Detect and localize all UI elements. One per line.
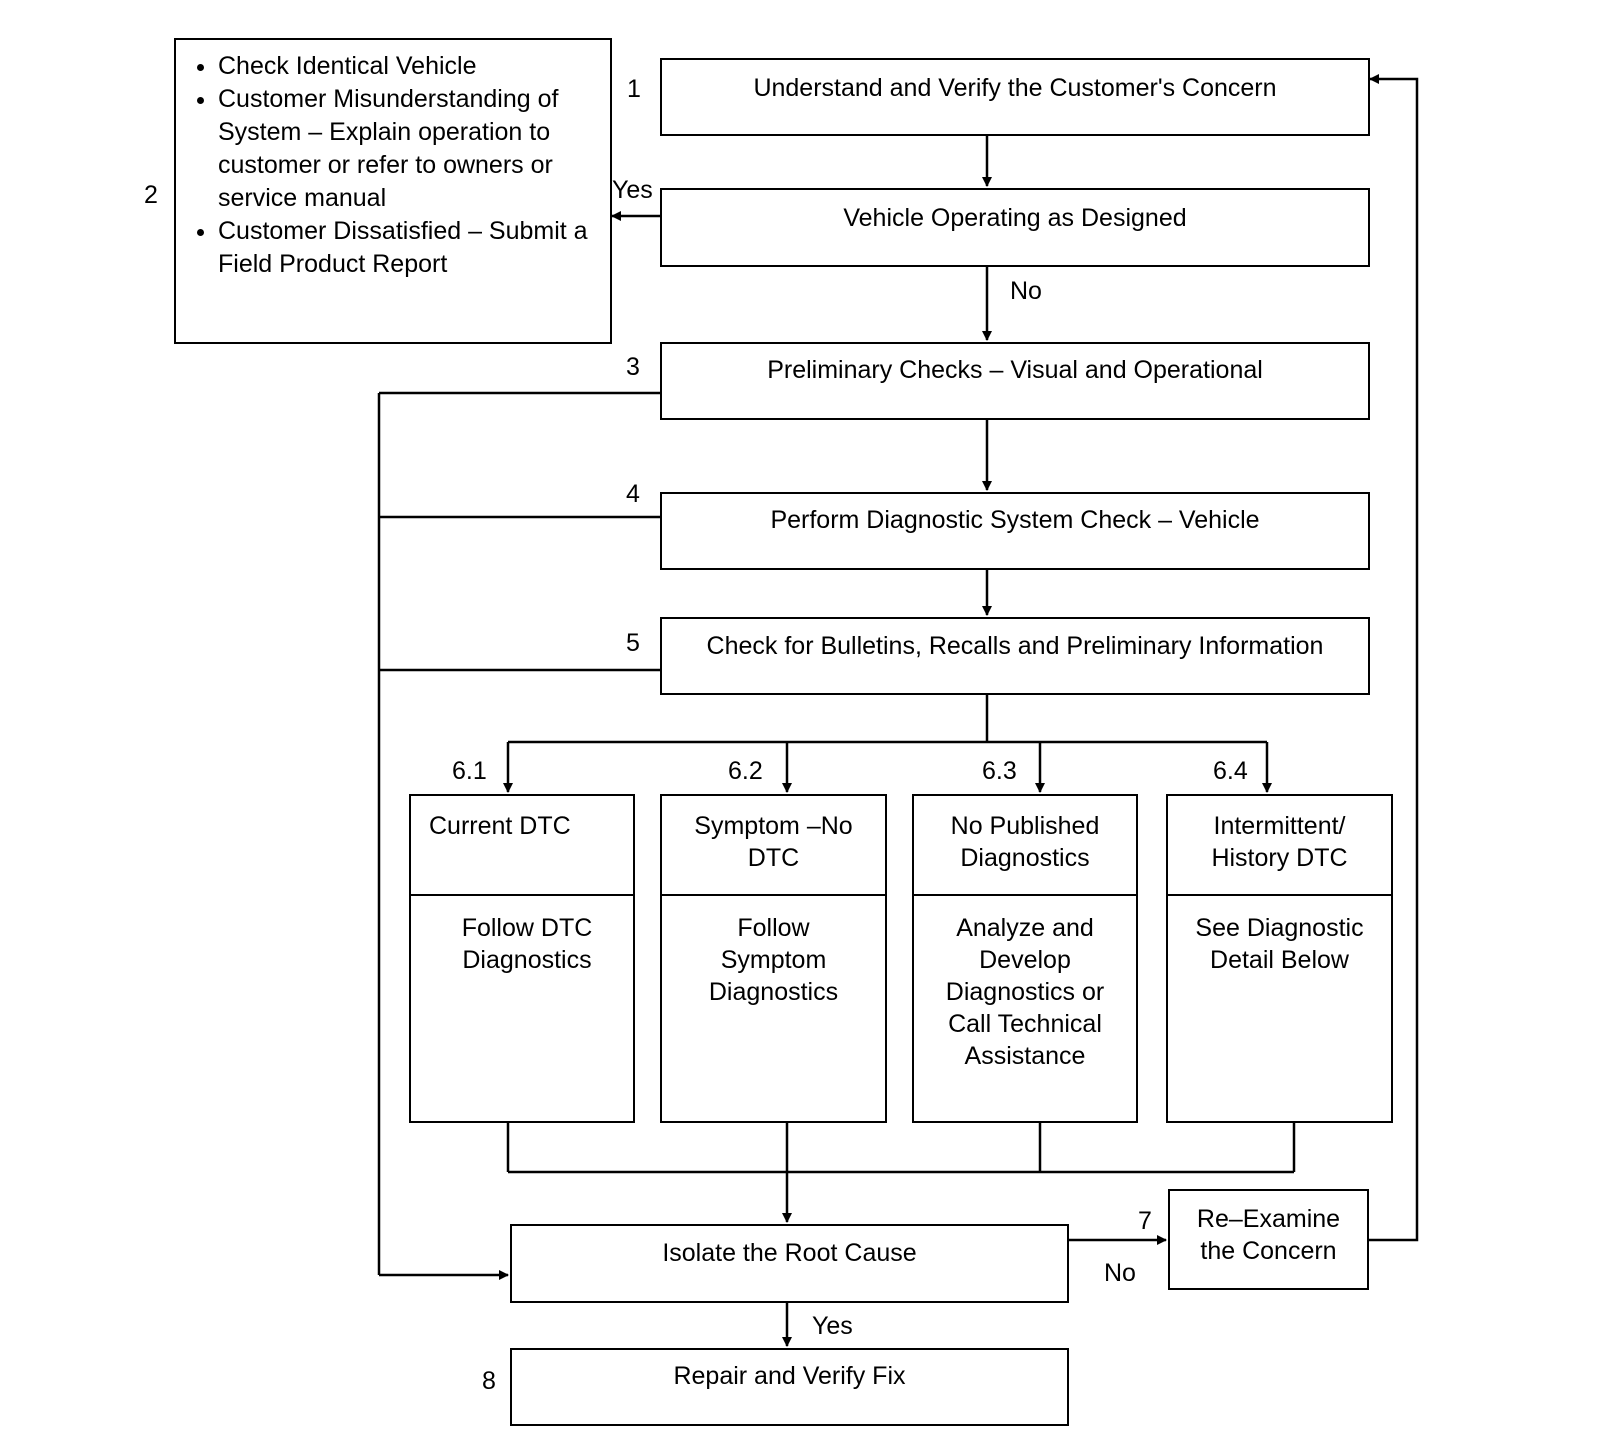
step-number-2: 2 (144, 181, 158, 209)
arrow-7-to-1 (1369, 74, 1419, 1242)
step-number-8: 8 (482, 1367, 496, 1395)
step-4-text: Perform Diagnostic System Check – Vehicl… (770, 506, 1260, 534)
step-number-6-4: 6.4 (1213, 757, 1248, 785)
step-8-text: Repair and Verify Fix (673, 1362, 906, 1390)
step-6-4-header-text: Intermittent/ History DTC (1211, 812, 1348, 872)
step-2-bullet-list: Check Identical Vehicle Customer Misunde… (176, 50, 598, 281)
step-7-text: Re–Examine the Concern (1196, 1205, 1341, 1265)
step-2-bullet: Customer Dissatisfied – Submit a Field P… (218, 215, 598, 281)
step-number-6-3: 6.3 (982, 757, 1017, 785)
vehicle-operating-box: Vehicle Operating as Designed (660, 188, 1370, 267)
edge-label-yes-to-2: Yes (612, 176, 653, 204)
step-6-2-body-text: Follow Symptom Diagnostics (708, 914, 839, 1006)
step-number-4: 4 (626, 480, 640, 508)
step-2-bullet: Customer Misunderstanding of System – Ex… (218, 83, 598, 215)
step-number-5: 5 (626, 629, 640, 657)
step-5-box: Check for Bulletins, Recalls and Prelimi… (660, 617, 1370, 695)
step-6-3-header: No Published Diagnostics (914, 796, 1136, 896)
step-8-box: Repair and Verify Fix (510, 1348, 1069, 1426)
step-number-1: 1 (627, 75, 641, 103)
step-6-4-body-text: See Diagnostic Detail Below (1195, 914, 1364, 974)
step-number-6-2: 6.2 (728, 757, 763, 785)
step-6-4-box: Intermittent/ History DTC See Diagnostic… (1166, 794, 1393, 1123)
isolate-root-cause-box: Isolate the Root Cause (510, 1224, 1069, 1303)
step-number-3: 3 (626, 353, 640, 381)
step-4-box: Perform Diagnostic System Check – Vehicl… (660, 492, 1370, 570)
step-3-box: Preliminary Checks – Visual and Operatio… (660, 342, 1370, 420)
step-6-1-header-text: Current DTC (429, 812, 571, 840)
step-6-1-body-text: Follow DTC Diagnostics (461, 914, 593, 974)
step-number-7: 7 (1138, 1207, 1152, 1235)
step-1-text: Understand and Verify the Customer's Con… (753, 74, 1277, 102)
step-6-2-header-text: Symptom –No DTC (694, 812, 853, 872)
step-6-4-header: Intermittent/ History DTC (1168, 796, 1391, 896)
step-2-bullet: Check Identical Vehicle (218, 50, 598, 83)
step-3-text: Preliminary Checks – Visual and Operatio… (767, 356, 1263, 384)
edge-label-no-to-3: No (1010, 277, 1042, 305)
step-6-2-header: Symptom –No DTC (662, 796, 885, 896)
step-5-text: Check for Bulletins, Recalls and Prelimi… (706, 632, 1324, 660)
step-1-box: Understand and Verify the Customer's Con… (660, 58, 1370, 136)
step-6-3-header-text: No Published Diagnostics (950, 812, 1100, 872)
step-7-box: Re–Examine the Concern (1168, 1189, 1369, 1290)
step-6-3-body-text: Analyze and Develop Diagnostics or Call … (945, 914, 1105, 1070)
step-number-6-1: 6.1 (452, 757, 487, 785)
step-2-box: Check Identical Vehicle Customer Misunde… (174, 38, 612, 344)
vehicle-operating-text: Vehicle Operating as Designed (843, 204, 1187, 232)
edge-label-yes-to-8: Yes (812, 1312, 853, 1340)
edge-label-no-to-7: No (1104, 1259, 1136, 1287)
step-6-3-box: No Published Diagnostics Analyze and Dev… (912, 794, 1138, 1123)
step-6-1-box: Current DTC Follow DTC Diagnostics (409, 794, 635, 1123)
step-6-2-box: Symptom –No DTC Follow Symptom Diagnosti… (660, 794, 887, 1123)
step-6-1-header: Current DTC (411, 796, 633, 896)
isolate-root-cause-text: Isolate the Root Cause (662, 1239, 917, 1267)
